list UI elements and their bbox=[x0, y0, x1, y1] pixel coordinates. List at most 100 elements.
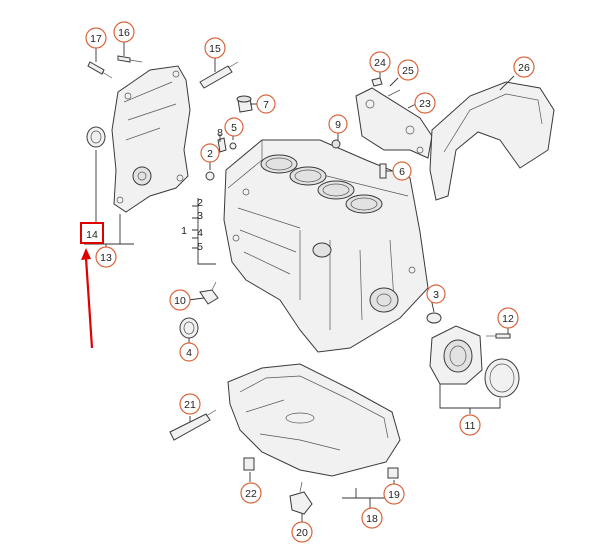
callout-label: 19 bbox=[388, 489, 400, 501]
callout-ring bbox=[392, 161, 412, 181]
callout-ring bbox=[397, 59, 419, 81]
callout-c10: 10 bbox=[169, 289, 191, 311]
callout-label: 5 bbox=[197, 241, 203, 253]
callout-label: 24 bbox=[374, 57, 386, 69]
front-oil-seal bbox=[86, 126, 106, 148]
callout-ring bbox=[383, 483, 405, 505]
callout-label: 8 bbox=[217, 127, 223, 139]
callout-label: 20 bbox=[296, 527, 308, 539]
callout-c2b: 2 bbox=[197, 197, 203, 209]
callout-c25: 25 bbox=[397, 59, 419, 81]
callout-label: 23 bbox=[419, 98, 431, 110]
callout-c15: 15 bbox=[204, 37, 226, 59]
callout-c24: 24 bbox=[369, 51, 391, 73]
callout-ring bbox=[85, 27, 107, 49]
callout-label: 11 bbox=[465, 420, 476, 432]
sensor-9-pin-6 bbox=[331, 139, 387, 179]
callout-c6: 6 bbox=[392, 161, 412, 181]
callout-label: 25 bbox=[402, 65, 414, 77]
rear-seal-flange-11 bbox=[429, 325, 520, 398]
callout-label: 3 bbox=[433, 289, 439, 301]
callout-label: 22 bbox=[245, 488, 257, 500]
callout-label: 26 bbox=[518, 62, 530, 74]
callout-ring bbox=[497, 307, 519, 329]
highlight-arrow bbox=[84, 257, 94, 349]
callout-label: 5 bbox=[231, 122, 237, 134]
callout-ring bbox=[328, 114, 348, 134]
callout-label: 7 bbox=[263, 99, 269, 111]
callout-ring bbox=[240, 482, 262, 504]
callout-c20: 20 bbox=[291, 521, 313, 543]
callout-c11: 11 bbox=[459, 414, 481, 436]
callout-c17: 17 bbox=[85, 27, 107, 49]
highlight-box bbox=[80, 222, 104, 244]
callout-label: 2 bbox=[207, 148, 213, 160]
callout-label: 10 bbox=[174, 295, 186, 307]
callout-c14: 14 bbox=[86, 229, 98, 241]
callout-ring bbox=[179, 393, 201, 415]
gasket-26 bbox=[429, 81, 555, 201]
small-parts-8-5-2 bbox=[205, 137, 237, 181]
callout-c3b: 3 bbox=[426, 284, 446, 304]
engine-block bbox=[223, 139, 429, 353]
callout-ring bbox=[95, 246, 117, 268]
callout-ring bbox=[291, 521, 313, 543]
pan-fittings bbox=[243, 457, 399, 515]
callout-c2a: 2 bbox=[200, 143, 220, 163]
sensor-10 bbox=[199, 281, 219, 305]
callout-c7: 7 bbox=[256, 94, 276, 114]
callout-c13: 13 bbox=[95, 246, 117, 268]
callout-c22: 22 bbox=[240, 482, 262, 504]
callout-ring bbox=[459, 414, 481, 436]
highlight-marker bbox=[80, 222, 104, 349]
callout-label: 13 bbox=[100, 252, 112, 264]
plug-7 bbox=[236, 95, 253, 113]
callout-ring bbox=[179, 342, 199, 362]
timing-cover bbox=[111, 65, 191, 213]
highlight-arrowhead bbox=[81, 248, 91, 260]
callout-ring bbox=[256, 94, 276, 114]
callout-ring bbox=[426, 284, 446, 304]
callout-ring bbox=[414, 92, 436, 114]
callout-label: 4 bbox=[186, 347, 192, 359]
callout-c16: 16 bbox=[113, 21, 135, 43]
callout-ring bbox=[204, 37, 226, 59]
callout-label: 9 bbox=[335, 119, 341, 131]
callout-ring bbox=[200, 143, 220, 163]
callout-ring bbox=[369, 51, 391, 73]
callout-c5a: 5 bbox=[224, 117, 244, 137]
callout-label: 12 bbox=[502, 313, 514, 325]
bracket-23 bbox=[355, 77, 433, 159]
callout-c26: 26 bbox=[513, 56, 535, 78]
callout-c12: 12 bbox=[497, 307, 519, 329]
callout-label: 16 bbox=[118, 27, 130, 39]
callout-label: 14 bbox=[86, 229, 98, 241]
callout-c19: 19 bbox=[383, 483, 405, 505]
callout-label: 17 bbox=[90, 33, 102, 45]
callout-ring bbox=[361, 507, 383, 529]
callout-c4a: 4 bbox=[197, 227, 203, 239]
bolts-17-16 bbox=[87, 55, 143, 79]
callout-label: 2 bbox=[197, 197, 203, 209]
callout-c1: 1 bbox=[181, 225, 187, 237]
sealant-tube-21 bbox=[169, 409, 217, 441]
callout-label: 15 bbox=[209, 43, 221, 55]
callout-label: 18 bbox=[366, 513, 378, 525]
callout-c3a: 3 bbox=[197, 210, 203, 222]
callout-label: 1 bbox=[181, 225, 187, 237]
oil-pan-18 bbox=[227, 363, 401, 477]
callout-label: 4 bbox=[197, 227, 203, 239]
callout-label: 3 bbox=[197, 210, 203, 222]
callout-label: 6 bbox=[399, 166, 405, 178]
callout-c5b: 5 bbox=[197, 241, 203, 253]
callout-ring bbox=[224, 117, 244, 137]
plug-3 bbox=[426, 312, 442, 324]
callout-c18: 18 bbox=[361, 507, 383, 529]
sealant-tube-15 bbox=[199, 61, 239, 89]
callout-c21: 21 bbox=[179, 393, 201, 415]
callout-c4b: 4 bbox=[179, 342, 199, 362]
callout-ring bbox=[113, 21, 135, 43]
callout-c23: 23 bbox=[414, 92, 436, 114]
